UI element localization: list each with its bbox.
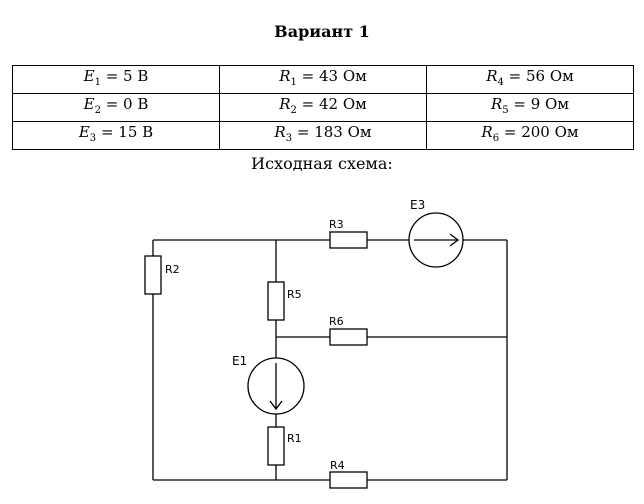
parameter-index: 1: [94, 77, 101, 88]
label-e1: E1: [232, 354, 247, 368]
parameter-index: 3: [285, 133, 293, 144]
parameter-symbol: E: [83, 95, 95, 113]
parameter-cell: E2 = 0 В: [12, 93, 220, 122]
parameter-symbol: E: [83, 67, 95, 85]
resistor-r6: [329, 328, 368, 346]
parameter-value: = 200 Ом: [499, 123, 579, 141]
parameter-value: = 0 В: [100, 95, 149, 113]
label-r2: R2: [165, 263, 180, 276]
parameter-value: = 5 В: [100, 67, 149, 85]
parameter-value: = 42 Ом: [296, 95, 367, 113]
parameter-symbol: R: [279, 67, 291, 85]
label-r5: R5: [287, 288, 302, 301]
parameter-index: 1: [290, 77, 297, 88]
parameter-cell: E3 = 15 В: [12, 121, 220, 150]
parameter-value: = 183 Ом: [292, 123, 372, 141]
parameter-cell: R1 = 43 Ом: [219, 65, 427, 94]
parameter-symbol: R: [486, 67, 498, 85]
parameter-index: 4: [497, 77, 504, 88]
parameter-index: 6: [492, 133, 500, 144]
label-r6: R6: [329, 315, 344, 328]
parameter-cell: R4 = 56 Ом: [426, 65, 634, 94]
label-r4: R4: [330, 459, 345, 472]
parameter-index: 5: [502, 105, 509, 116]
parameter-symbol: R: [279, 95, 291, 113]
scheme-caption: Исходная схема:: [251, 154, 393, 173]
source-e3: [408, 212, 464, 268]
parameter-value: = 15 В: [96, 123, 154, 141]
parameter-cell: R5 = 9 Ом: [426, 93, 634, 122]
resistor-r1: [267, 426, 285, 466]
parameter-index: 3: [89, 133, 97, 144]
resistor-r2: [144, 255, 162, 295]
parameter-cell: E1 = 5 В: [12, 65, 220, 94]
parameter-cell: R3 = 183 Ом: [219, 121, 427, 150]
parameter-value: = 56 Ом: [503, 67, 574, 85]
source-e1: [247, 357, 305, 415]
parameter-symbol: R: [490, 95, 503, 113]
label-r1: R1: [287, 432, 302, 445]
label-e3: E3: [410, 198, 425, 212]
resistor-r5: [267, 281, 285, 321]
parameter-cell: R2 = 42 Ом: [219, 93, 427, 122]
parameter-symbol: R: [274, 123, 286, 141]
parameter-symbol: E: [78, 123, 90, 141]
parameter-cell: R6 = 200 Ом: [426, 121, 634, 150]
resistor-r3: [329, 231, 368, 249]
parameter-value: = 43 Ом: [296, 67, 367, 85]
label-r3: R3: [329, 218, 344, 231]
resistor-r4: [329, 471, 368, 489]
variant-title: Вариант 1: [274, 22, 370, 41]
parameter-symbol: R: [481, 123, 493, 141]
parameter-value: = 9 Ом: [508, 95, 570, 113]
source-e1-arrowhead: [269, 400, 283, 411]
parameter-index: 2: [94, 105, 101, 116]
parameter-index: 2: [290, 105, 297, 116]
source-e3-arrowhead: [449, 233, 460, 247]
